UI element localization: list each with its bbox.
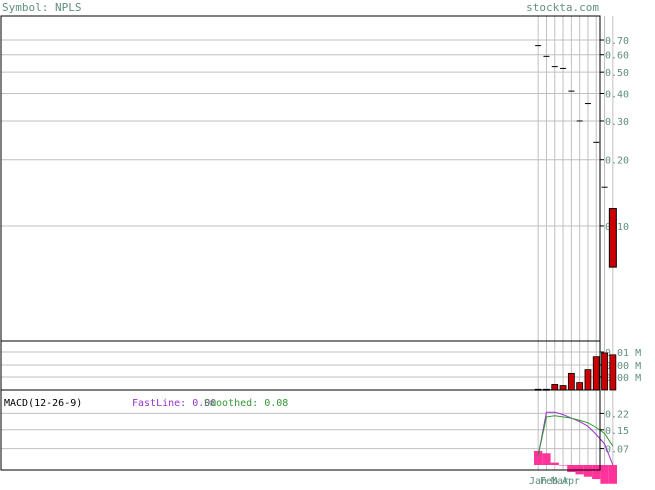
volume-bar-2 — [551, 384, 559, 391]
price-tick-label-4: 0.30 — [605, 117, 629, 128]
smoothed-legend: Smoothed: 0.08 — [204, 398, 288, 409]
macd-line-smoothed — [537, 415, 614, 456]
volume-bar-8 — [601, 352, 608, 391]
macd-histogram-bar-0 — [534, 450, 543, 465]
macd-histogram-bar-6 — [583, 465, 593, 477]
macd-histogram-bar-9 — [608, 465, 617, 484]
month-label-apr: Apr — [562, 476, 580, 486]
price-tick-label-2: 0.50 — [605, 68, 629, 79]
volume-bar-6 — [584, 369, 592, 391]
volume-bar-3 — [559, 385, 567, 391]
site-label: stockta.com — [526, 1, 599, 14]
volume-bar-9 — [609, 354, 617, 391]
macd-histogram-bar-7 — [592, 465, 601, 480]
macd-tick-label-1: 0.15 — [605, 426, 629, 437]
macd-tick-label-2: 0.07 — [605, 445, 629, 456]
macd-histogram-bar-2 — [550, 462, 559, 465]
month-label-jan: Jan — [529, 476, 547, 486]
volume-bar-5 — [576, 382, 584, 391]
macd-histogram-bar-8 — [600, 465, 609, 484]
price-tick-label-3: 0.40 — [605, 89, 629, 100]
volume-tick-label-0: 0.01 M — [605, 348, 641, 359]
month-label-feb: Feb — [540, 476, 558, 486]
price-candle-9 — [608, 208, 617, 268]
fastline-legend: FastLine: 0.00 — [132, 398, 216, 409]
volume-tick-label-1: 0.00 M — [605, 361, 641, 372]
symbol-label: Symbol: NPLS — [2, 1, 81, 14]
volume-panel: 0.01 M 0.00 M0.00 M — [0, 340, 641, 391]
price-panel: 0.70 0.60 0.50 0.40 0.30 0.20 0.10 — [0, 15, 629, 470]
price-tick-label-0: 0.70 — [605, 36, 629, 47]
volume-tick-label-2: 0.00 M — [605, 373, 641, 384]
price-frame — [0, 15, 601, 342]
macd-tick-label-0: 0.22 — [605, 409, 629, 420]
price-tick-label-5: 0.20 — [605, 156, 629, 167]
price-tick-label-6: 0.10 — [605, 222, 629, 233]
macd-title: MACD(12-26-9) — [4, 398, 82, 409]
macd-histogram-bar-4 — [567, 465, 576, 473]
macd-histogram-bar-1 — [542, 453, 551, 465]
macd-frame — [0, 389, 601, 471]
volume-bar-7 — [592, 356, 600, 391]
macd-histogram-bar-3 — [558, 465, 568, 466]
volume-bar-4 — [567, 372, 575, 391]
price-tick-label-1: 0.60 — [605, 51, 629, 62]
month-label-mar: Mar — [551, 476, 569, 486]
